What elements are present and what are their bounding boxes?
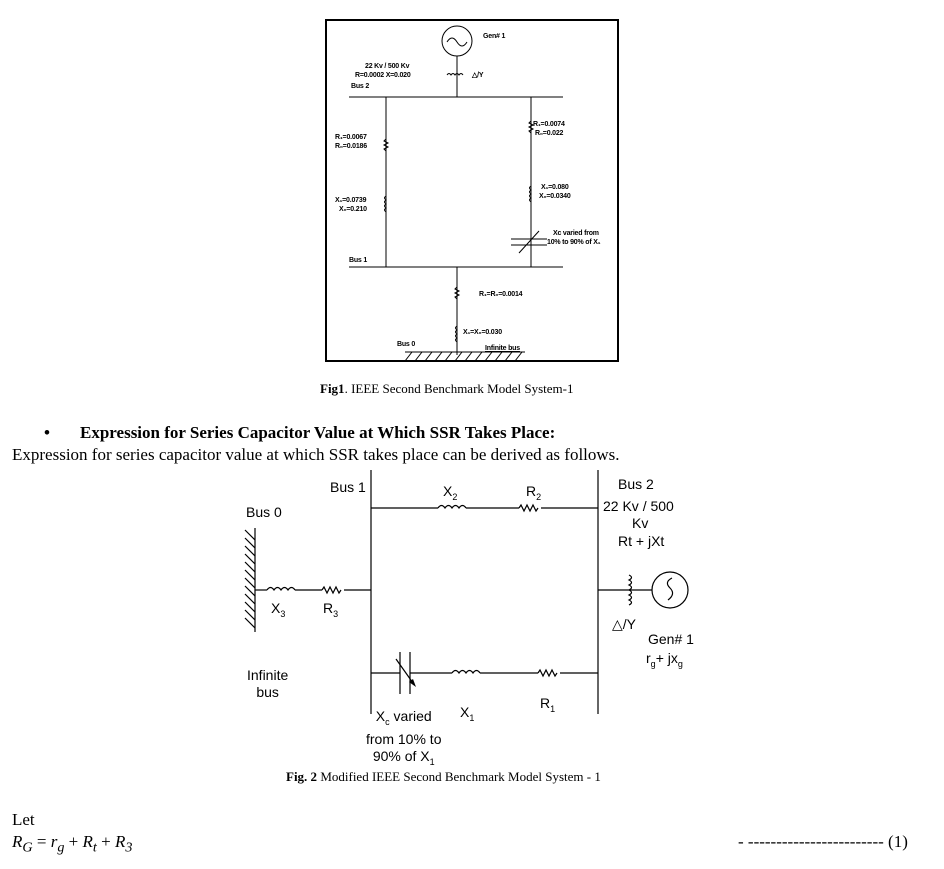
figure-1-box: Gen# 1 22 Kv / 500 Kv R=0.0002 X=0.020 △… xyxy=(325,19,619,362)
equation-number: - ------------------------ (1) xyxy=(738,832,908,852)
dot-leader: - ------------------------ xyxy=(738,832,884,851)
inductor-left xyxy=(384,195,387,213)
inductor-x1 xyxy=(451,669,481,675)
label-x3: X3 xyxy=(271,600,286,619)
bottom-x: X₁=X₀=0.030 xyxy=(463,329,502,336)
equation-rg: RG = rg + Rt + R3 xyxy=(12,832,133,856)
resistor-right xyxy=(527,120,535,134)
label-x1: X1 xyxy=(460,704,475,723)
fig2-bus-2-label: Bus 2 xyxy=(618,476,654,492)
bus-0-label: Bus 0 xyxy=(397,341,416,348)
transformer-coil xyxy=(446,73,464,76)
transformer-impedance: Rt + jXt xyxy=(618,533,665,549)
inductor-bottom xyxy=(455,325,458,343)
left-r1: R₁=0.0067 xyxy=(335,134,367,141)
xc-note: Xc varied from 10% to 90% of X1 xyxy=(366,708,442,767)
equation-label: (1) xyxy=(888,832,908,851)
resistor-r3 xyxy=(321,585,342,595)
resistor-r1 xyxy=(537,668,558,678)
section-heading-text: Expression for Series Capacitor Value at… xyxy=(80,423,556,442)
caption-number: Fig1 xyxy=(320,381,345,396)
sine-wave-icon xyxy=(446,37,468,47)
inductor-x2 xyxy=(437,504,467,510)
generator-symbol xyxy=(651,571,689,609)
gen-label: Gen# 1 xyxy=(483,33,506,40)
resistor-bottom xyxy=(453,286,461,300)
inductor-right xyxy=(529,185,532,203)
resistor-r2 xyxy=(518,503,539,513)
label-r1: R1 xyxy=(540,695,556,714)
transformer-rating-1: 22 Kv / 500 xyxy=(603,498,674,514)
transformer-rating-2: Kv xyxy=(632,515,649,531)
figure-1-diagram xyxy=(349,25,563,362)
figure-1-caption: Fig1. IEEE Second Benchmark Model System… xyxy=(320,381,573,397)
bus-2-label: Bus 2 xyxy=(351,83,370,90)
right-x1: X₁=0.080 xyxy=(541,184,569,191)
transformer-params: R=0.0002 X=0.020 xyxy=(355,72,411,79)
fig2-gen-label: Gen# 1 xyxy=(648,631,694,647)
fig2-bus-1-label: Bus 1 xyxy=(330,479,366,495)
right-r1: R₁=0.0074 xyxy=(533,121,565,128)
left-x0: X₀=0.210 xyxy=(339,206,367,213)
bullet-icon: • xyxy=(44,423,50,442)
arrow-head-icon xyxy=(409,679,416,687)
section-heading: • Expression for Series Capacitor Value a… xyxy=(44,423,555,443)
intro-paragraph: Expression for series capacitor value at… xyxy=(12,445,620,464)
label-r2: R2 xyxy=(526,483,542,502)
ground-hatch xyxy=(404,351,523,362)
transformer-connection: △/Y xyxy=(472,72,484,79)
right-r0: R₀=0.022 xyxy=(535,130,564,137)
right-x0: X₀=0.0340 xyxy=(539,193,571,200)
sine-wave-icon xyxy=(666,577,674,601)
let-text: Let xyxy=(12,810,35,829)
transformer-rating: 22 Kv / 500 Kv xyxy=(365,63,410,70)
label-x2: X2 xyxy=(443,483,458,502)
caption-number: Fig. 2 xyxy=(286,769,318,784)
left-x1: X₁=0.0739 xyxy=(335,197,367,204)
xc-note-1: Xc varied from xyxy=(553,230,599,237)
transformer-connection: △/Y xyxy=(612,616,636,632)
variable-arrow xyxy=(395,658,414,684)
figure-2-caption: Fig. 2 Modified IEEE Second Benchmark Mo… xyxy=(286,769,601,785)
caption-text: Modified IEEE Second Benchmark Model Sys… xyxy=(317,769,601,784)
infinite-bus-label: Infinite bus xyxy=(485,345,520,352)
inductor-x3 xyxy=(266,586,296,592)
bottom-r: R₁=R₀=0.0014 xyxy=(479,291,523,298)
left-r0: R₀=0.0186 xyxy=(335,143,367,150)
ground-hatch xyxy=(244,529,256,629)
resistor-left xyxy=(382,138,390,152)
xc-note-2: 10% to 90% of X₁ xyxy=(547,239,601,246)
label-r3: R3 xyxy=(323,600,339,619)
bus-1-label: Bus 1 xyxy=(349,257,368,264)
gen-impedance: rg+ jxg xyxy=(646,650,683,669)
caption-text: . IEEE Second Benchmark Model System-1 xyxy=(344,381,574,396)
generator-symbol xyxy=(441,25,473,57)
transformer-coil xyxy=(627,574,633,606)
fig2-bus-0-label: Bus 0 xyxy=(246,504,282,520)
